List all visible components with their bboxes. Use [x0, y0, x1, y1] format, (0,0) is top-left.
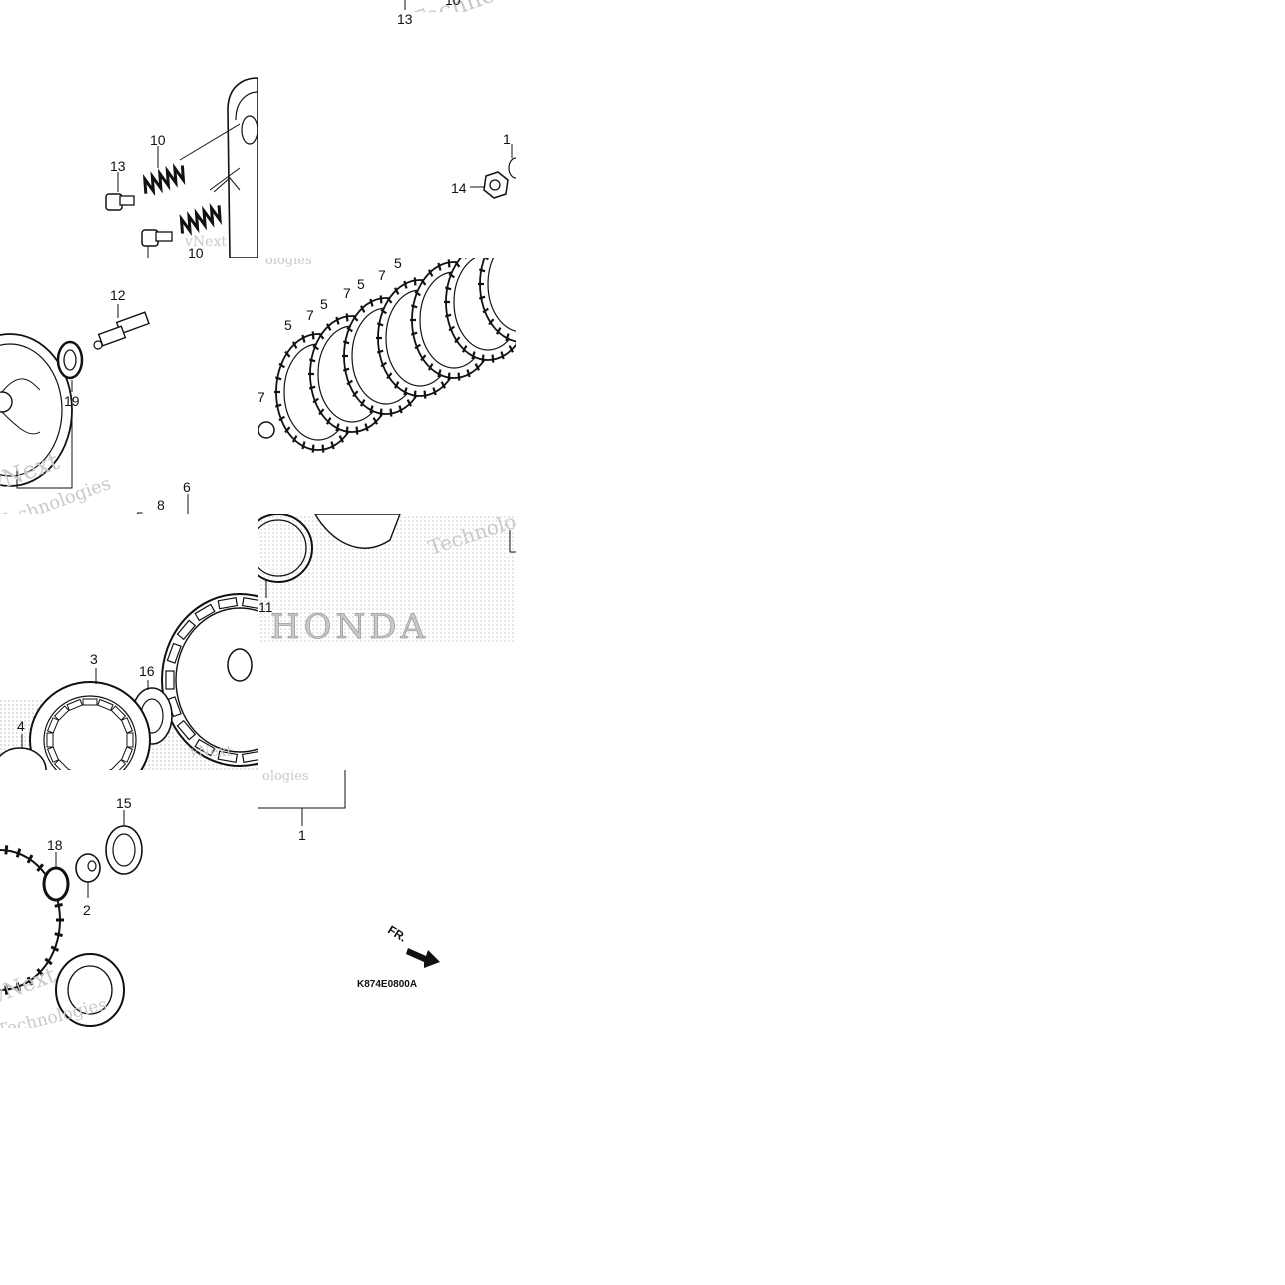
- clutch-spring-icon: [179, 202, 222, 236]
- thrust-washer-icon: [105, 825, 143, 875]
- bolt-icon: [105, 193, 135, 211]
- callout-11: 11: [258, 599, 273, 615]
- clutch-disc-stack: [274, 258, 516, 453]
- callout-16: 16: [139, 663, 155, 679]
- callout-7-c: 7: [343, 285, 351, 301]
- callout-10-lower: 10: [188, 245, 204, 261]
- lifter-rod-icon: [93, 311, 150, 350]
- callout-8: 8: [157, 497, 165, 513]
- callout-5-d: 5: [394, 255, 402, 271]
- oil-pump-drive-gear-icon: [55, 953, 125, 1027]
- callout-5-a: 5: [284, 317, 292, 333]
- needle-bearing-icon: [42, 866, 70, 902]
- svg-text:ologies: ologies: [262, 769, 309, 784]
- callout-1: 1: [298, 827, 306, 843]
- callout-7-b: 7: [306, 307, 314, 323]
- pressure-plate-edge: [227, 77, 258, 258]
- lock-washer-icon: [0, 747, 47, 770]
- panel-primary-gear: 15 18 2 vNext Technologies: [0, 795, 143, 1028]
- clutch-spring-icon: [142, 163, 186, 197]
- callout-17-partial: 1: [503, 131, 511, 147]
- callout-2: 2: [83, 902, 91, 918]
- callout-5-b: 5: [320, 296, 328, 312]
- callout-5-c: 5: [357, 276, 365, 292]
- callout-19: 19: [64, 393, 80, 409]
- top-strip: Technologies: [407, 0, 566, 36]
- snap-ring-icon: [258, 514, 313, 583]
- fr-label: FR.: [385, 923, 409, 945]
- callout-15: 15: [116, 795, 132, 811]
- callout-13: 13: [110, 158, 126, 174]
- callout-14: 14: [451, 180, 467, 196]
- watermark: vNext: [189, 744, 232, 760]
- watermark: vNext: [184, 234, 227, 250]
- figure-code: K874E0800A: [357, 979, 417, 990]
- clutch-outer-icon: [161, 593, 258, 767]
- callout-13-top: 13: [397, 11, 413, 27]
- friction-disc-icon: [478, 258, 516, 345]
- panel-assembly-callout: 1 ologies FR. K874E0800A: [258, 769, 440, 990]
- panel-lifter-bearing: 12 19 6 8 5 vNext Technologies: [0, 287, 191, 525]
- bearing-icon: [56, 340, 84, 380]
- panel-clutch-discs: 7 5 7 5 7 5 7 5 ologies: [257, 253, 516, 453]
- panel-lock-nut: 14 1: [451, 131, 516, 199]
- callout-4: 4: [17, 718, 25, 734]
- collar-icon: [75, 853, 101, 883]
- assembly-bracket: [258, 770, 346, 809]
- callout-10: 10: [150, 132, 166, 148]
- svg-text:5: 5: [136, 509, 144, 525]
- front-direction-arrow-icon: FR.: [385, 923, 440, 968]
- callout-3: 3: [90, 651, 98, 667]
- svg-text:ologies: ologies: [265, 253, 312, 268]
- callout-7-a: 7: [257, 389, 265, 405]
- panel-clutch-basket: 16 3 4 vNext: [0, 593, 258, 770]
- callout-6: 6: [183, 479, 191, 495]
- callout-7-d: 7: [378, 267, 386, 283]
- watermark-top: Technologies: [407, 0, 566, 36]
- washer-icon: [258, 421, 275, 439]
- lock-nut-icon: [483, 171, 509, 199]
- bolt-icon: [141, 229, 173, 247]
- panel-bolts-springs: 10 13 10 vNext: [105, 77, 258, 261]
- clutch-center-icon: [29, 681, 151, 770]
- callout-18: 18: [47, 837, 63, 853]
- honda-watermark: HONDA: [270, 607, 429, 647]
- panel-snap-ring: 11 HONDA Technologies: [258, 514, 516, 647]
- callout-12: 12: [110, 287, 126, 303]
- callout-10-top: 10: [445, 0, 461, 8]
